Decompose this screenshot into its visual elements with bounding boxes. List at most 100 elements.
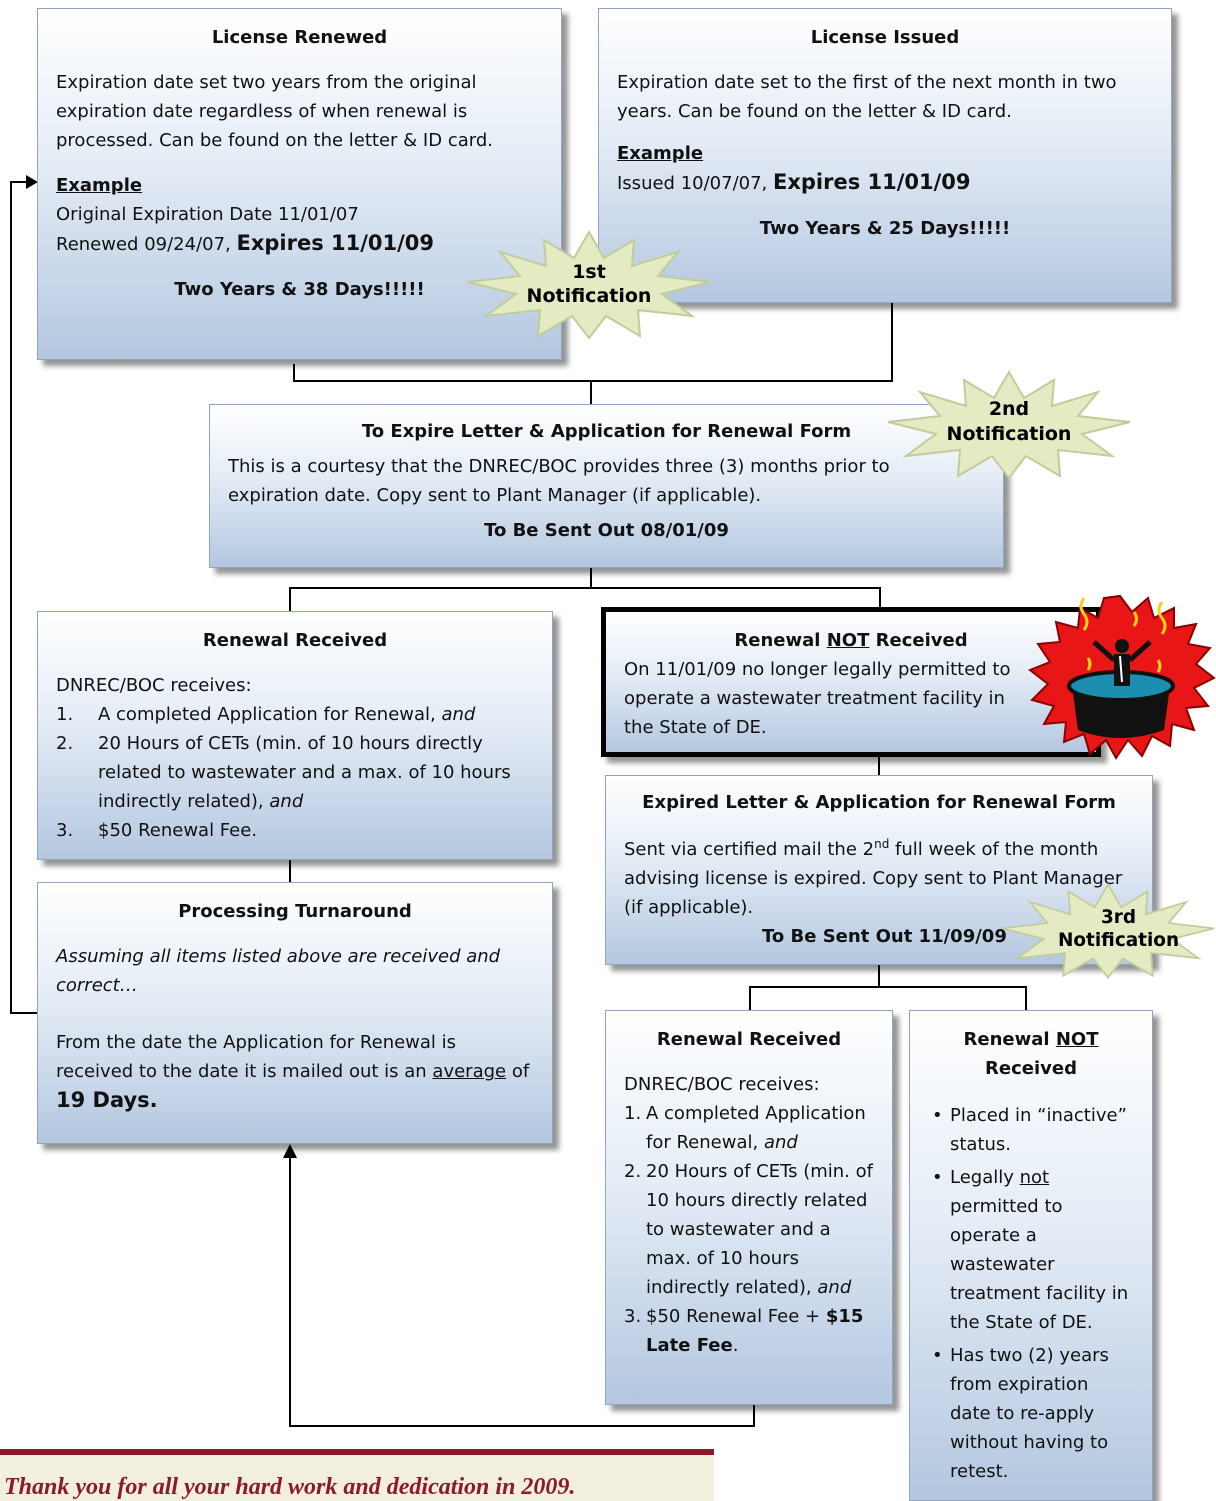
footer-rule: [0, 1449, 714, 1455]
list-text: $50 Renewal Fee.: [98, 820, 258, 841]
third-notification-label: Notification: [1058, 930, 1179, 951]
processing-turnaround-box: Processing Turnaround Assuming all items…: [37, 882, 553, 1144]
renewal-not-received-title: Renewal NOT Received: [624, 626, 1078, 655]
processing-days: 19 Days.: [56, 1088, 158, 1112]
example-renewed-line: Renewed 09/24/07, Expires 11/01/09: [56, 229, 543, 259]
late-renewal-list: 1.A completed Application for Renewal, a…: [624, 1099, 874, 1360]
late-fee: $15 Late Fee: [646, 1306, 864, 1356]
list-and: and: [763, 1132, 798, 1153]
connector-line: [289, 587, 291, 611]
title-not: NOT: [826, 630, 870, 651]
license-issued-body: Expiration date set to the first of the …: [617, 72, 1117, 122]
processing-text: From the date the Application for Renewa…: [56, 1032, 457, 1082]
title-part: Renewal: [734, 630, 827, 651]
list-and: and: [817, 1277, 852, 1298]
connector-line: [878, 757, 880, 775]
list-text: 20 Hours of CETs (min. of 10 hours direc…: [98, 733, 511, 812]
list-text: .: [732, 1335, 739, 1356]
to-expire-body: This is a courtesy that the DNREC/BOC pr…: [228, 456, 890, 506]
connector-line: [293, 380, 893, 382]
return-line: [289, 1157, 291, 1427]
list-text: permitted to operate a wastewater treatm…: [950, 1196, 1129, 1333]
license-issued-title: License Issued: [810, 27, 960, 48]
processing-body: From the date the Application for Renewa…: [56, 1028, 534, 1116]
example-label: Example: [617, 143, 704, 164]
first-notification-label: 1st: [572, 261, 606, 283]
title-part: Received: [985, 1058, 1077, 1079]
to-expire-box: To Expire Letter & Application for Renew…: [209, 404, 1004, 568]
late-renewal-title: Renewal Received: [656, 1029, 842, 1050]
license-renewed-body: Expiration date set two years from the o…: [56, 72, 493, 151]
list-item: 1.A completed Application for Renewal, a…: [624, 1099, 874, 1157]
example-issued-text: Issued 10/07/07,: [617, 173, 773, 194]
connector-line: [891, 303, 893, 382]
list-text: 20 Hours of CETs (min. of 10 hours direc…: [646, 1161, 873, 1298]
connector-line: [590, 568, 592, 588]
list-item: 1. A completed Application for Renewal, a…: [56, 700, 534, 729]
second-notification-label: 2nd: [989, 398, 1029, 420]
third-notification-label: 3rd: [1101, 907, 1136, 928]
example-renewed-text: Renewed 09/24/07,: [56, 234, 237, 255]
list-text: A completed Application for Renewal,: [98, 704, 442, 725]
renewal-received-list: 1. A completed Application for Renewal, a…: [56, 700, 534, 845]
hot-water-pot-icon: [1028, 594, 1216, 760]
renewal-received-box: Renewal Received DNREC/BOC receives: 1.A…: [37, 611, 553, 860]
expired-sup: nd: [874, 837, 890, 851]
arrowhead-icon: [283, 1144, 297, 1158]
list-not: not: [1019, 1167, 1050, 1188]
loop-line: [10, 181, 28, 183]
second-notification-label: Notification: [947, 423, 1072, 445]
expired-letter-box: Expired Letter & Application for Renewal…: [605, 775, 1153, 965]
arrowhead-icon: [26, 175, 38, 189]
loop-line: [10, 1012, 38, 1014]
example-issued-line: Issued 10/07/07, Expires 11/01/09: [617, 168, 1153, 198]
connector-line: [749, 986, 1027, 988]
expired-letter-title: Expired Letter & Application for Renewal…: [642, 792, 1116, 813]
processing-text: of: [506, 1061, 530, 1082]
list-text: A completed Application for Renewal,: [646, 1103, 866, 1153]
list-number: 3.: [56, 820, 74, 841]
late-renewal-intro: DNREC/BOC receives:: [624, 1074, 820, 1095]
example-expires: Expires 11/01/09: [236, 231, 435, 255]
list-number: 2.: [56, 733, 74, 754]
example-label: Example: [56, 175, 143, 196]
renewal-not-received-body: On 11/01/09 no longer legally permitted …: [624, 659, 1011, 738]
processing-assumption: Assuming all items listed above are rece…: [56, 946, 501, 996]
return-line: [753, 1405, 755, 1427]
connector-line: [878, 965, 880, 987]
list-text: $50 Renewal Fee +: [646, 1306, 826, 1327]
processing-average: average: [432, 1061, 507, 1082]
license-renewed-footer: Two Years & 38 Days!!!!!: [174, 279, 425, 300]
to-expire-title: To Expire Letter & Application for Renew…: [361, 421, 852, 442]
connector-line: [289, 860, 291, 882]
return-line: [289, 1425, 755, 1427]
connector-line: [590, 380, 592, 404]
expired-letter-body: Sent via certified mail the 2nd full wee…: [624, 835, 1134, 922]
processing-title: Processing Turnaround: [178, 901, 412, 922]
connector-line: [1025, 986, 1027, 1010]
example-original-date: Original Expiration Date 11/01/07: [56, 204, 359, 225]
list-number: 2.: [624, 1161, 642, 1182]
list-text: Legally: [950, 1167, 1020, 1188]
title-part: Renewal: [963, 1029, 1056, 1050]
license-issued-box: License Issued Expiration date set to th…: [598, 8, 1172, 303]
inactive-list: Placed in “inactive” status. Legally not…: [928, 1101, 1134, 1486]
license-renewed-title: License Renewed: [211, 27, 388, 48]
license-renewed-box: License Renewed Expiration date set two …: [37, 8, 562, 360]
list-item: 2.20 Hours of CETs (min. of 10 hours dir…: [624, 1157, 874, 1302]
list-and: and: [269, 791, 304, 812]
expired-text: Sent via certified mail the 2: [624, 839, 875, 860]
list-and: and: [441, 704, 476, 725]
connector-line: [749, 986, 751, 1010]
list-item: Has two (2) years from expiration date t…: [928, 1341, 1134, 1486]
second-notification-starburst: 2nd Notification: [887, 370, 1131, 480]
list-item: Legally not permitted to operate a waste…: [928, 1163, 1134, 1337]
loop-line: [10, 181, 12, 1014]
expired-letter-footer: To Be Sent Out 11/09/09: [762, 926, 1007, 947]
list-item: 3. $50 Renewal Fee.: [56, 816, 534, 845]
list-item: 3.$50 Renewal Fee + $15 Late Fee.: [624, 1302, 874, 1360]
list-number: 1.: [624, 1103, 642, 1124]
list-item: 2. 20 Hours of CETs (min. of 10 hours dir…: [56, 729, 534, 816]
renewal-received-title: Renewal Received: [202, 630, 388, 651]
list-number: 1.: [56, 704, 74, 725]
